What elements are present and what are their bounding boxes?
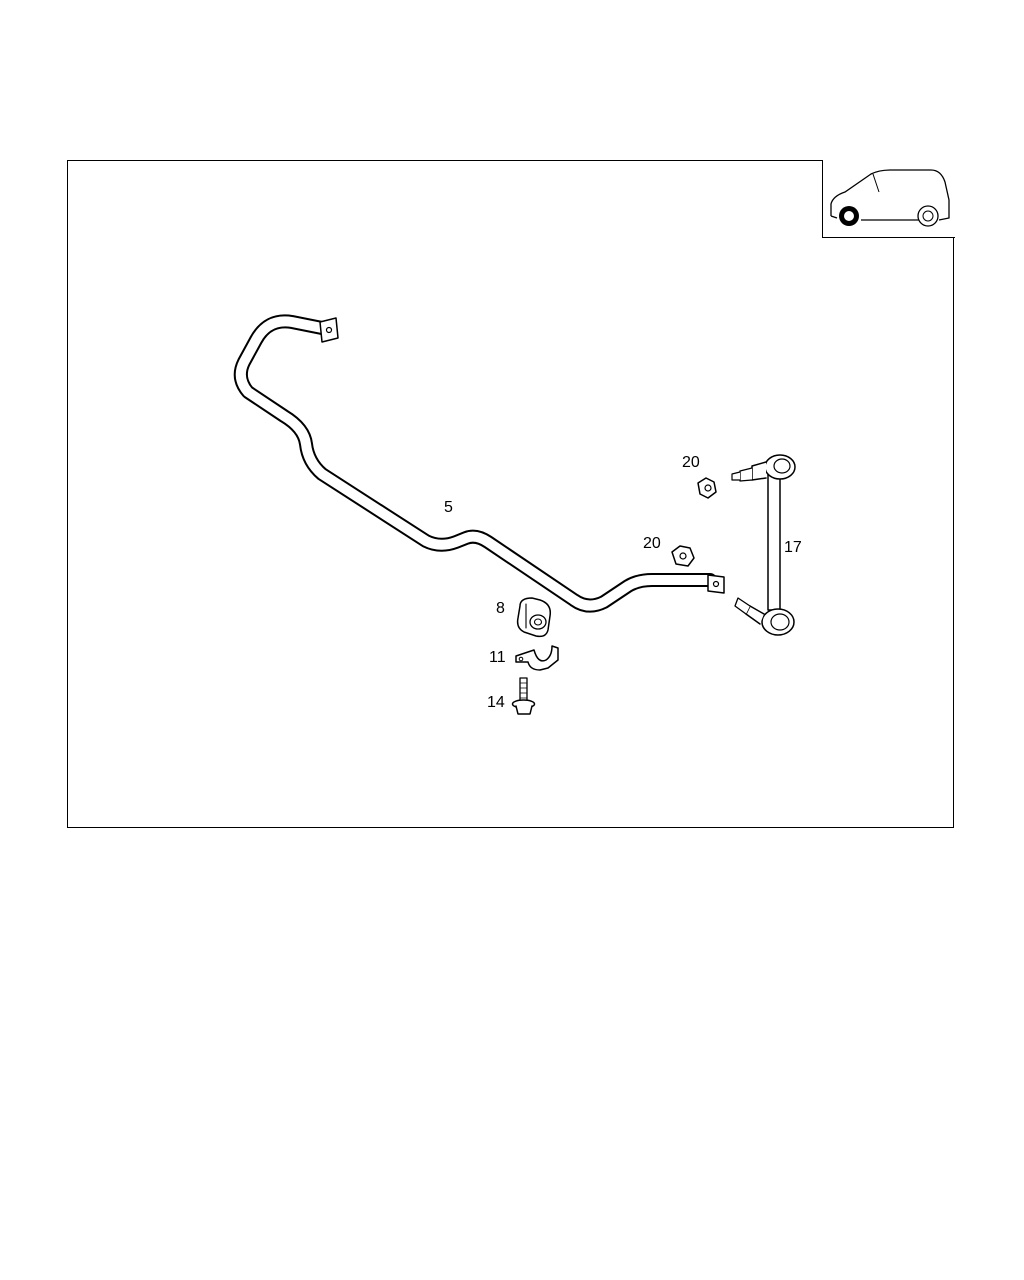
callout-nut-upper: 20 [682,454,700,471]
stabilizer-bar-illustration [233,314,725,613]
upper-nut-illustration [697,477,717,499]
callout-bolt: 14 [487,694,505,711]
vehicle-thumbnail [822,160,955,238]
clamp-illustration [515,645,559,671]
diagram-frame [67,160,954,828]
bolt-illustration [511,677,536,715]
bushing-illustration [516,597,552,638]
callout-link-rod: 17 [784,539,802,556]
callout-bushing: 8 [496,600,505,617]
callout-nut-lower: 20 [643,535,661,552]
callout-stabilizer-bar: 5 [444,499,453,516]
lower-nut-illustration [671,545,695,567]
car-silhouette-icon [830,169,950,227]
callout-clamp: 11 [489,649,506,666]
link-rod-illustration [731,454,796,636]
